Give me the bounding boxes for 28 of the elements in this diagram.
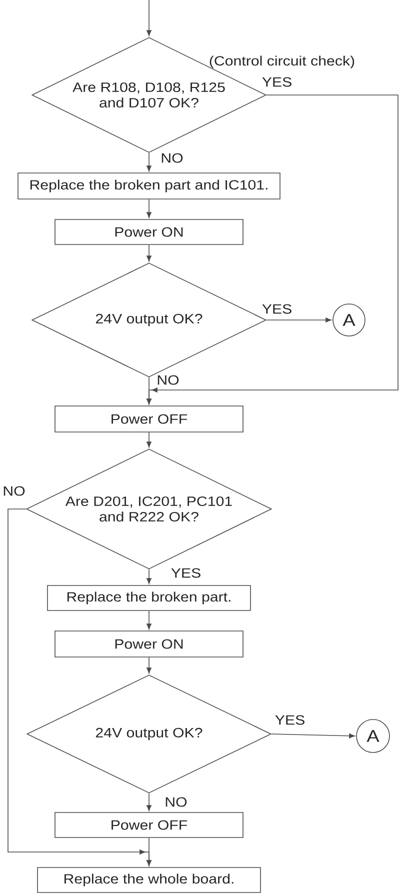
arrow [146,657,152,674]
process-box: Replace the whole board. [37,867,261,893]
arrow [146,152,152,172]
edge-label: YES [262,77,292,87]
edge-label: NO [166,797,187,807]
process-box: Power ON [54,630,244,658]
process-box: Power OFF [54,812,244,838]
process-box: Power ON [54,219,244,245]
arrow [271,733,355,738]
arrow [146,0,152,36]
edge-label: NO [4,486,25,496]
arrow [146,199,152,218]
edge-label: NO [158,375,179,385]
arrow [146,793,152,811]
note-text: (Control circuit check) [210,56,354,68]
arrow [146,377,152,404]
arrow [146,244,152,262]
arrow [146,432,152,448]
process-box: Power OFF [54,406,244,432]
edge-label: YES [171,568,200,578]
edge-label: YES [275,715,304,725]
arrow [146,838,152,866]
process-box: Replace the broken part. [47,585,251,611]
arrow [146,569,152,584]
arrow [266,318,332,322]
edge-label: NO [162,153,183,163]
process-box: Replace the broken part and IC101. [18,172,280,200]
arrow [146,610,152,630]
